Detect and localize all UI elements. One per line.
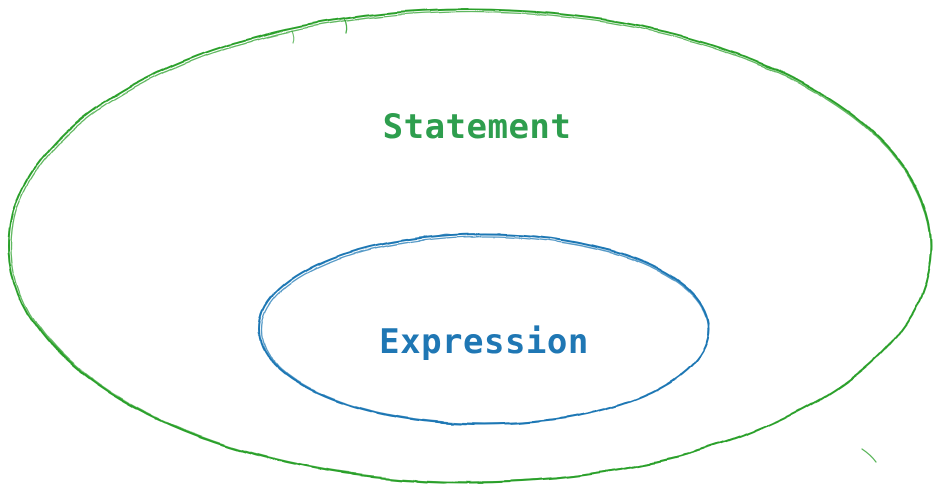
ellipse-outline-icon-statement-overdraw — [10, 11, 932, 483]
set-label-expression: Expression — [379, 322, 589, 362]
sketch-whisker-icon-inner-top — [437, 233, 453, 237]
sketch-whisker-icon-top-left — [343, 17, 348, 34]
sketch-whisker-icon-bottom-right — [861, 448, 877, 463]
ellipse-outline-icon-expression-overdraw — [260, 235, 710, 425]
sketch-whisker-icon-top-left-2 — [291, 30, 295, 44]
inner-set-expression-shape[interactable] — [258, 233, 710, 425]
set-label-statement: Statement — [382, 107, 572, 147]
outer-set-statement-shape[interactable] — [8, 9, 932, 483]
